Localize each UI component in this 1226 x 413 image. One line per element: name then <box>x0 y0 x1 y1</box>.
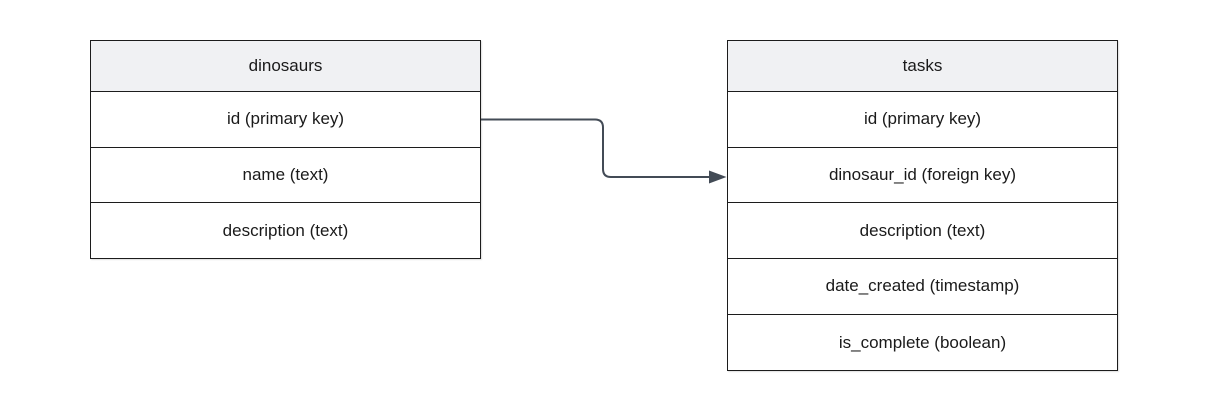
entity-table-tasks[interactable]: tasks id (primary key) dinosaur_id (fore… <box>727 40 1118 371</box>
table-row-dinosaurs-id[interactable]: id (primary key) <box>91 92 480 148</box>
arrowhead-icon <box>709 170 727 184</box>
entity-table-dinosaurs[interactable]: dinosaurs id (primary key) name (text) d… <box>90 40 481 259</box>
table-row-tasks-dinosaur-id[interactable]: dinosaur_id (foreign key) <box>728 148 1117 204</box>
table-title-dinosaurs[interactable]: dinosaurs <box>91 41 480 92</box>
table-row-tasks-is-complete[interactable]: is_complete (boolean) <box>838 332 1007 352</box>
table-row-tasks-id[interactable]: id (primary key) <box>728 92 1117 148</box>
table-row-tasks-date-created[interactable]: date_created (timestamp) <box>728 259 1117 315</box>
table-title-tasks[interactable]: tasks <box>728 41 1117 92</box>
connector-line[interactable] <box>481 118 710 178</box>
table-row-dinosaurs-description[interactable]: description (text) <box>222 220 349 240</box>
table-row-tasks-description[interactable]: description (text) <box>728 203 1117 260</box>
table-row-dinosaurs-name[interactable]: name (text) <box>91 148 480 203</box>
